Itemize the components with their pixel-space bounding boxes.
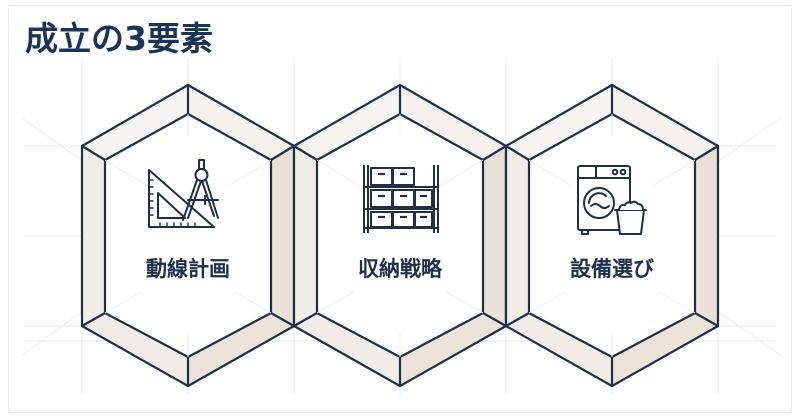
element-label-3: 設備選び [570,257,654,281]
diagram-frame [8,5,792,413]
page-title: 成立の3要素 [25,19,213,58]
hexagon-1 [80,83,296,388]
washing-machine-icon [577,165,647,235]
storage-shelf-icon [363,165,439,233]
hexagon-3 [504,83,720,388]
element-label-2: 収納戦略 [358,257,442,281]
hexagon-2 [292,83,508,388]
element-label-1: 動線計画 [146,257,230,281]
drafting-tools-icon [148,159,219,228]
